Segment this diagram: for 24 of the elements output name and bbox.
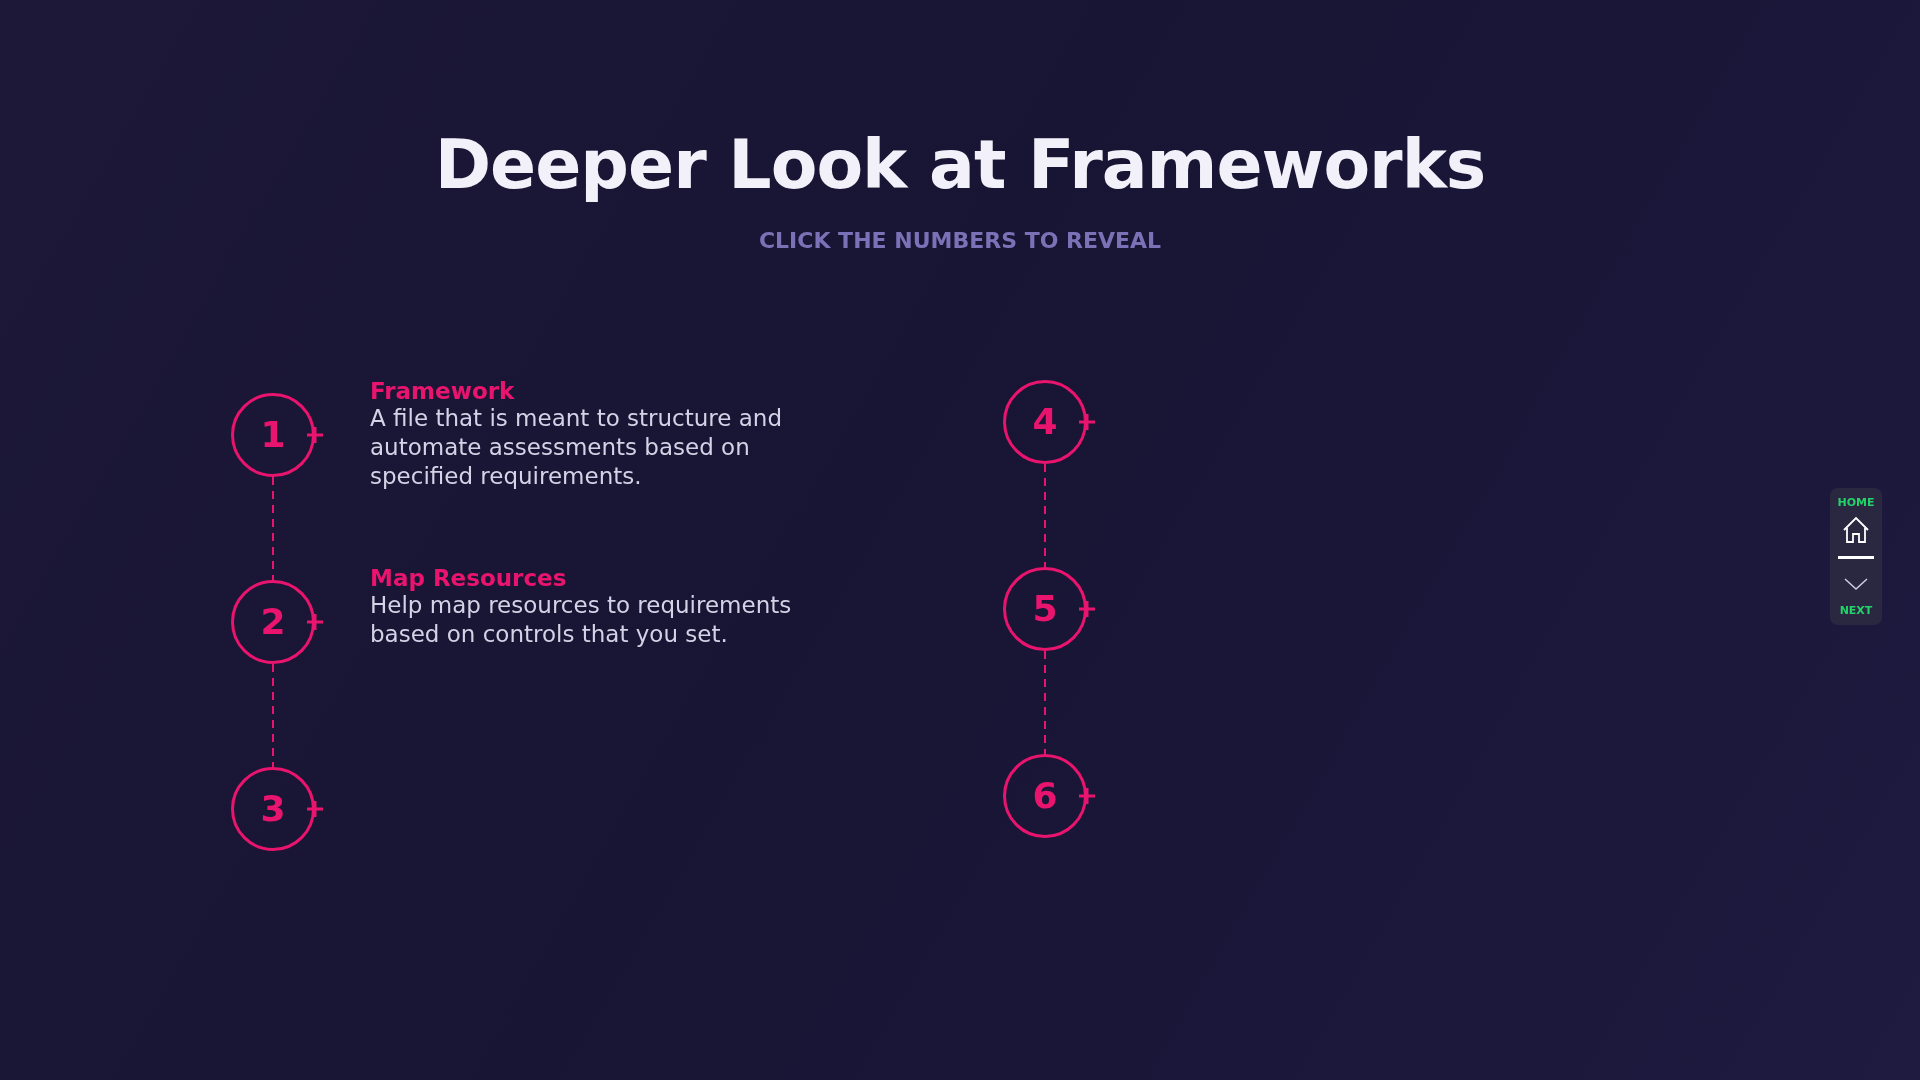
connector-line bbox=[272, 476, 274, 581]
step-number: 2 bbox=[260, 604, 286, 640]
step-number: 4 bbox=[1032, 404, 1058, 440]
step-description: Help map resources to requirements based on controls that you set. bbox=[370, 591, 793, 649]
number-circle bbox=[1003, 754, 1087, 838]
step-number: 5 bbox=[1032, 591, 1058, 627]
number-circle bbox=[231, 393, 315, 477]
nav-label: HOME bbox=[1836, 496, 1876, 509]
step-number: 6 bbox=[1032, 778, 1058, 814]
step-number: 1 bbox=[260, 417, 286, 453]
step-heading: Map Resources bbox=[370, 565, 568, 591]
connector-line bbox=[1044, 650, 1046, 755]
slide-title: Deeper Look at Frameworks bbox=[433, 125, 1487, 204]
number-circle bbox=[231, 767, 315, 851]
number-circle bbox=[1003, 380, 1087, 464]
nav-label: NEXT bbox=[1838, 604, 1874, 617]
step-heading: Framework bbox=[370, 378, 516, 404]
connector-line bbox=[1044, 463, 1046, 568]
connector-line bbox=[272, 663, 274, 768]
step-description: A file that is meant to structure and automate assessments based on specified requirements. bbox=[370, 404, 783, 491]
step-number: 3 bbox=[260, 791, 286, 827]
subtitle: CLICK THE NUMBERS TO REVEAL bbox=[757, 228, 1163, 253]
number-circle bbox=[1003, 567, 1087, 651]
number-circle bbox=[231, 580, 315, 664]
